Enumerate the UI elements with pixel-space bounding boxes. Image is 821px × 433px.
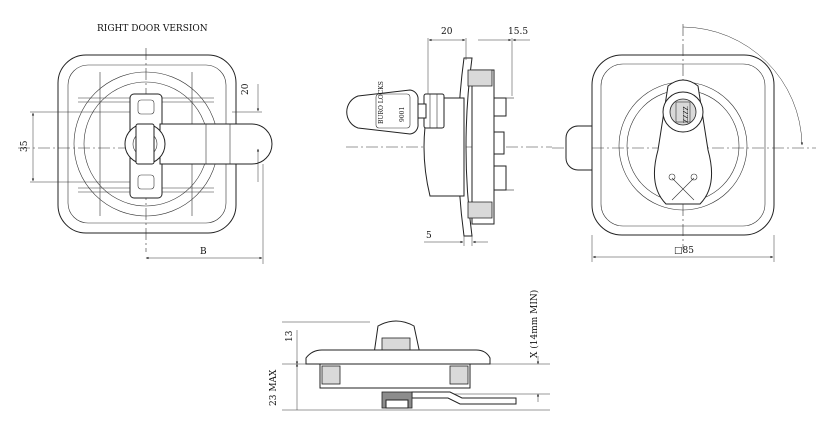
side-view: [346, 38, 552, 246]
dim-23max-label: 23 MAX: [269, 369, 279, 406]
dim-13-label: 13: [285, 330, 295, 342]
dim-bottom-label: 5: [426, 231, 432, 241]
dim-size-label: □85: [674, 246, 694, 256]
cylinder-text: ZZZZ: [683, 106, 690, 123]
dim-offset-label: 20: [241, 83, 251, 95]
dim-x-label: X (14mm MIN): [529, 290, 540, 358]
dim-right-label: 15.5: [508, 27, 528, 37]
front-view: [18, 48, 273, 264]
rear-view: [552, 24, 816, 262]
dim-height-label: 35: [20, 140, 30, 152]
dim-width-label: B: [200, 247, 207, 257]
dim-top-label: 20: [441, 27, 453, 37]
key-text-2: 9001: [399, 107, 406, 122]
bottom-view: [282, 320, 550, 411]
key-text-1: BURO LOCKS: [378, 81, 385, 124]
diagram-title: RIGHT DOOR VERSION: [97, 24, 208, 34]
